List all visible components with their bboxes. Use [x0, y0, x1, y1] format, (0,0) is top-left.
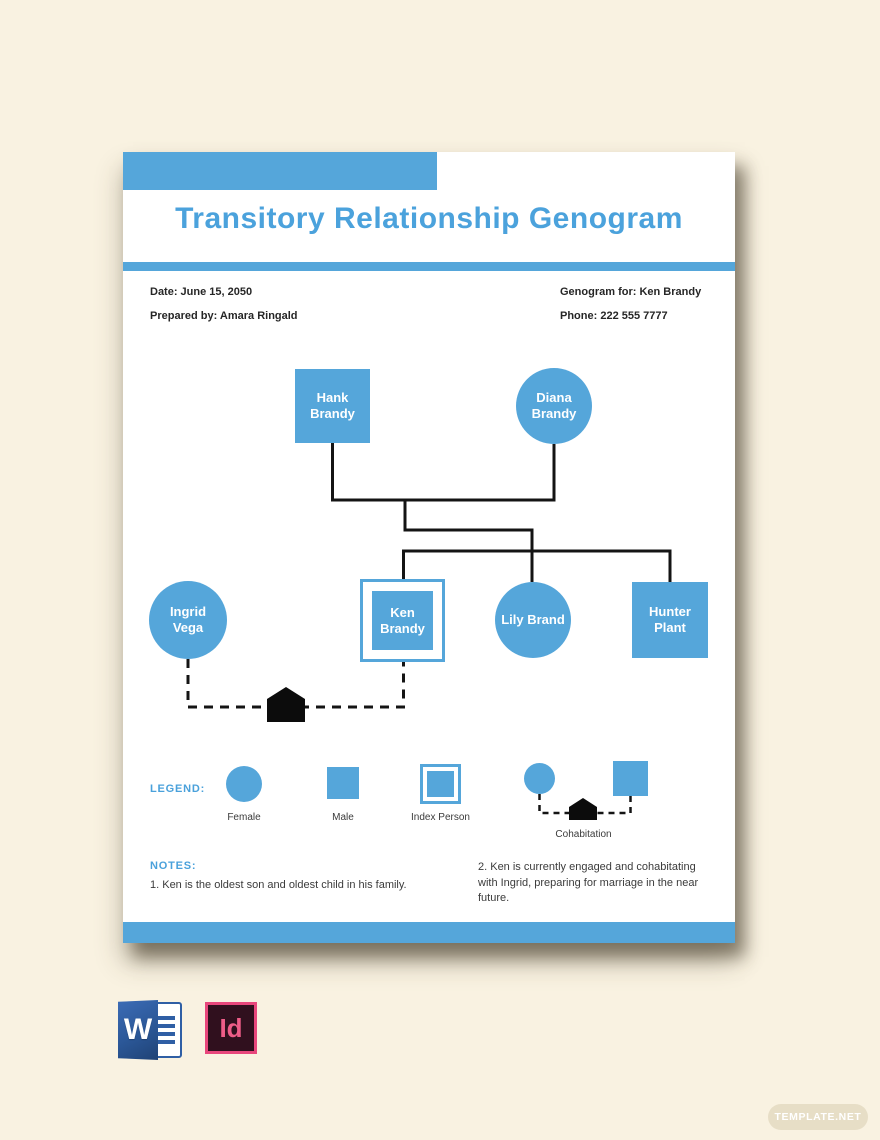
- legend-male-square-icon: [327, 767, 359, 799]
- word-text-line: [148, 1016, 175, 1020]
- parents-union-line: [331, 443, 556, 502]
- document-page: Transitory Relationship Genogram Date: J…: [123, 152, 735, 943]
- node-female-circle: Ingrid Vega: [149, 581, 227, 659]
- notes-heading: NOTES:: [150, 860, 197, 872]
- legend-label-male: Male: [332, 812, 354, 823]
- word-w-letter: W: [118, 1000, 158, 1060]
- adobe-indesign-format-icon[interactable]: Id: [205, 1002, 257, 1054]
- cohabitation-house-icon: [267, 687, 305, 722]
- legend-cohabitation-circle-icon: [524, 763, 555, 794]
- legend-house-icon: [569, 798, 597, 820]
- legend-cohabitation-square-icon: [613, 761, 648, 796]
- date-text: Date: June 15, 2050: [150, 286, 253, 298]
- legend-label-cohabitation: Cohabitation: [555, 829, 612, 840]
- legend-female-circle-icon: [226, 766, 262, 802]
- legend-index-person-inner: [427, 771, 454, 797]
- legend-label-female: Female: [227, 812, 261, 823]
- legend-index-person-icon: [420, 764, 461, 804]
- header-divider-bar: [123, 262, 735, 271]
- legend-cohabitation-dashed-line: [538, 794, 632, 815]
- footer-accent-bar: [123, 922, 735, 943]
- legend-label-index-person: Index Person: [411, 812, 470, 823]
- node-index-person-square: Ken Brandy: [360, 579, 445, 662]
- legend-heading: LEGEND:: [150, 783, 206, 795]
- prepared-by-text: Prepared by: Amara Ringald: [150, 310, 298, 322]
- word-text-line: [148, 1032, 175, 1036]
- node-female-circle: Lily Brand: [495, 582, 571, 658]
- word-text-line: [148, 1040, 175, 1044]
- ms-word-format-icon[interactable]: W: [118, 1000, 182, 1060]
- page-title: Transitory Relationship Genogram: [175, 202, 683, 235]
- node-male-square: Hunter Plant: [632, 582, 708, 658]
- phone-text: Phone: 222 555 7777: [560, 310, 668, 322]
- genogram-for-text: Genogram for: Ken Brandy: [560, 286, 702, 298]
- sibling-line: [402, 549, 672, 582]
- node-female-circle: Diana Brandy: [516, 368, 592, 444]
- template-net-watermark: TEMPLATE.NET: [768, 1104, 868, 1130]
- note-item-1: 1. Ken is the oldest son and oldest chil…: [150, 879, 407, 891]
- parents-to-children-line: [403, 498, 534, 552]
- header-accent-block: [123, 152, 437, 190]
- index-person-inner-square: Ken Brandy: [372, 591, 433, 650]
- note-item-2: 2. Ken is currently engaged and cohabita…: [478, 861, 699, 904]
- node-male-square: Hank Brandy: [295, 369, 370, 443]
- cohabitation-dashed-line: [186, 659, 405, 709]
- word-text-line: [148, 1024, 175, 1028]
